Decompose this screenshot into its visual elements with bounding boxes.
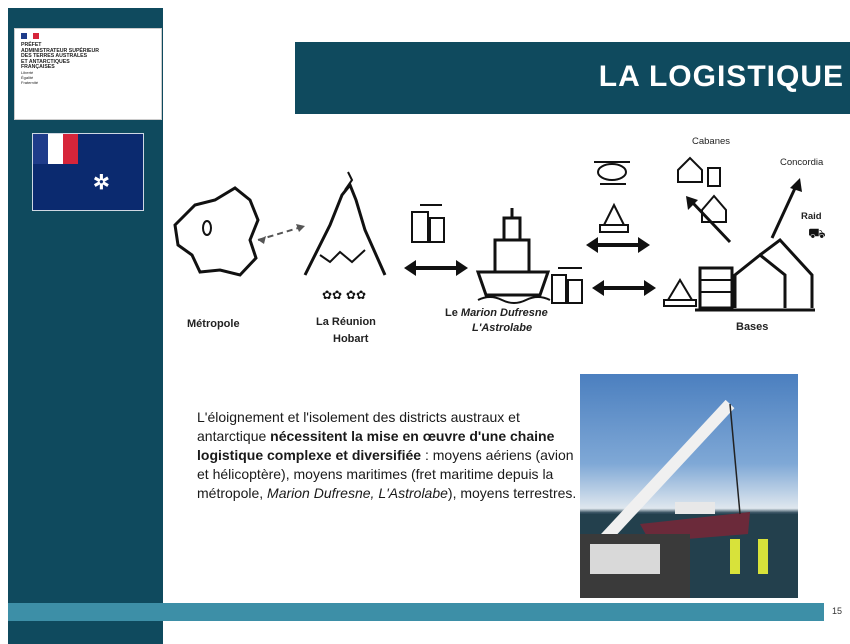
label-raid: Raid [801, 211, 822, 222]
logo-motto: Liberté [21, 69, 34, 75]
label-ship-line1: Le Marion Dufresne [445, 307, 548, 319]
slide-title: LA LOGISTIQUE [598, 60, 844, 93]
footer-bar [8, 603, 824, 621]
ship-icon [475, 208, 551, 304]
vehicle-icon: ⛟ [808, 226, 826, 242]
label-bases: Bases [736, 321, 769, 333]
emphasis-text: nécessitent la mise en œuvre d'une chain… [197, 428, 555, 463]
taaf-flag-icon: ✲ [32, 133, 144, 211]
logo-line: ET ANTARCTIQUES [21, 58, 70, 65]
dashed-link [257, 225, 306, 241]
cargo-stack-icon [599, 202, 629, 233]
prefet-logo: PRÉFET ADMINISTRATEUR SUPÉRIEUR DES TERR… [14, 28, 162, 120]
title-banner: LA LOGISTIQUE [295, 42, 850, 114]
logo-line: PRÉFET [21, 42, 42, 48]
logo-line: FRANÇAISES [21, 64, 55, 71]
bases-buildings-icon [695, 237, 815, 312]
arrow-to-concordia [770, 185, 798, 239]
double-arrow-icon [592, 280, 656, 296]
logo-line: DES TERRES AUSTRALES [21, 53, 88, 60]
cargo-stack-icon [663, 278, 697, 307]
crane-ship-photo [580, 374, 798, 598]
double-arrow-icon [586, 237, 650, 253]
ship-name: Marion Dufresne [460, 307, 548, 319]
label-reunion: La Réunion [316, 316, 376, 328]
palm-icon: ✿✿ ✿✿ [322, 288, 366, 302]
label-astrolabe: L'Astrolabe [472, 322, 533, 334]
taaf-emblem-icon: ✲ [93, 172, 110, 194]
republic-flag-icon [21, 33, 39, 39]
ship-names-text: Marion Dufresne, L'Astrolabe [267, 485, 448, 501]
page-number: 15 [832, 606, 843, 616]
label-cabanes: Cabanes [692, 136, 731, 147]
helicopter-icon [594, 161, 630, 185]
france-map-icon [173, 186, 260, 277]
logo-motto: Égalité [21, 74, 34, 80]
label-hobart: Hobart [333, 333, 369, 345]
mountain-icon [303, 171, 387, 276]
label-metropole: Métropole [187, 318, 240, 330]
logo-motto: Fraternité [21, 79, 39, 85]
crane-container-icon [551, 267, 583, 304]
label-concordia: Concordia [780, 157, 824, 168]
body-paragraph: L'éloignement et l'isolement des distric… [197, 409, 577, 501]
arrow-to-cabanes [690, 200, 732, 244]
double-arrow-icon [404, 260, 468, 276]
cabane-icon [677, 156, 727, 223]
crane-container-icon [411, 204, 445, 243]
logo-line: ADMINISTRATEUR SUPÉRIEUR [21, 47, 100, 54]
